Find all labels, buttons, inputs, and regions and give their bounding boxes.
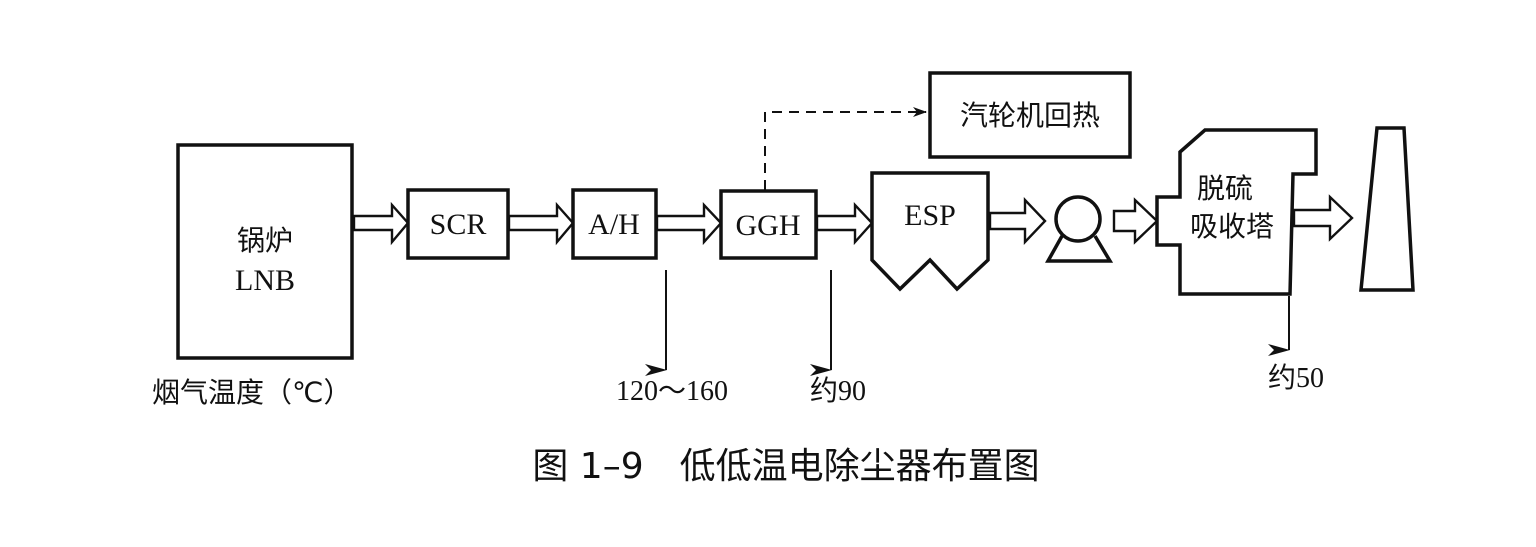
air-heater-box: [571, 188, 658, 260]
flow-arrow-fan-fgd: [1112, 197, 1159, 245]
turbine-reheat-label: 汽轮机回热: [960, 99, 1100, 132]
boiler-label: 锅炉: [237, 224, 293, 257]
flow-arrow-boiler-scr: [352, 201, 410, 246]
dashed-arrow-ggh-turbine: [764, 107, 927, 190]
chimney-icon: [1359, 126, 1415, 292]
flow-arrow-ggh-esp: [815, 201, 874, 246]
boiler-box: [176, 143, 354, 360]
esp-shape: [870, 171, 990, 292]
fgd-absorber-label-2: 吸收塔: [1190, 210, 1274, 243]
scr-node: SCR: [406, 188, 510, 260]
fgd-absorber-node: 脱硫 吸收塔: [1155, 128, 1318, 296]
flow-arrow-esp-fan: [988, 197, 1047, 245]
fgd-absorber-label-1: 脱硫: [1197, 172, 1253, 205]
temp-value-ggh: 约90: [810, 375, 866, 407]
boiler-node: 锅炉 LNB: [176, 143, 354, 360]
esp-label: ESP: [904, 199, 956, 232]
temp-value-ah: 120～160: [616, 376, 728, 407]
temp-value-fgd: 约50: [1268, 362, 1324, 394]
ggh-label: GGH: [736, 209, 801, 242]
ggh-box: [719, 189, 818, 260]
fan-base: [1045, 235, 1114, 263]
scr-label: SCR: [430, 208, 487, 241]
turbine-reheat-node: 汽轮机回热: [928, 71, 1132, 159]
ggh-node: GGH: [719, 189, 818, 260]
flue-gas-temperature-label: 烟气温度（℃）: [152, 376, 351, 409]
fan-icon: [1045, 195, 1114, 263]
fgd-absorber-shape: [1155, 128, 1318, 296]
air-heater-node: A/H: [571, 188, 658, 260]
flow-arrow-ah-ggh: [655, 201, 723, 246]
scr-box: [406, 188, 510, 260]
boiler-lnb-label: LNB: [235, 264, 295, 297]
flow-arrow-scr-ah: [507, 201, 575, 246]
air-heater-label: A/H: [588, 208, 640, 241]
figure-caption: 图 1–9 低低温电除尘器布置图: [532, 446, 1039, 487]
flow-arrow-fgd-stack: [1292, 194, 1354, 242]
esp-node: ESP: [870, 171, 990, 292]
fan-impeller: [1054, 195, 1102, 243]
turbine-reheat-box: [928, 71, 1132, 159]
